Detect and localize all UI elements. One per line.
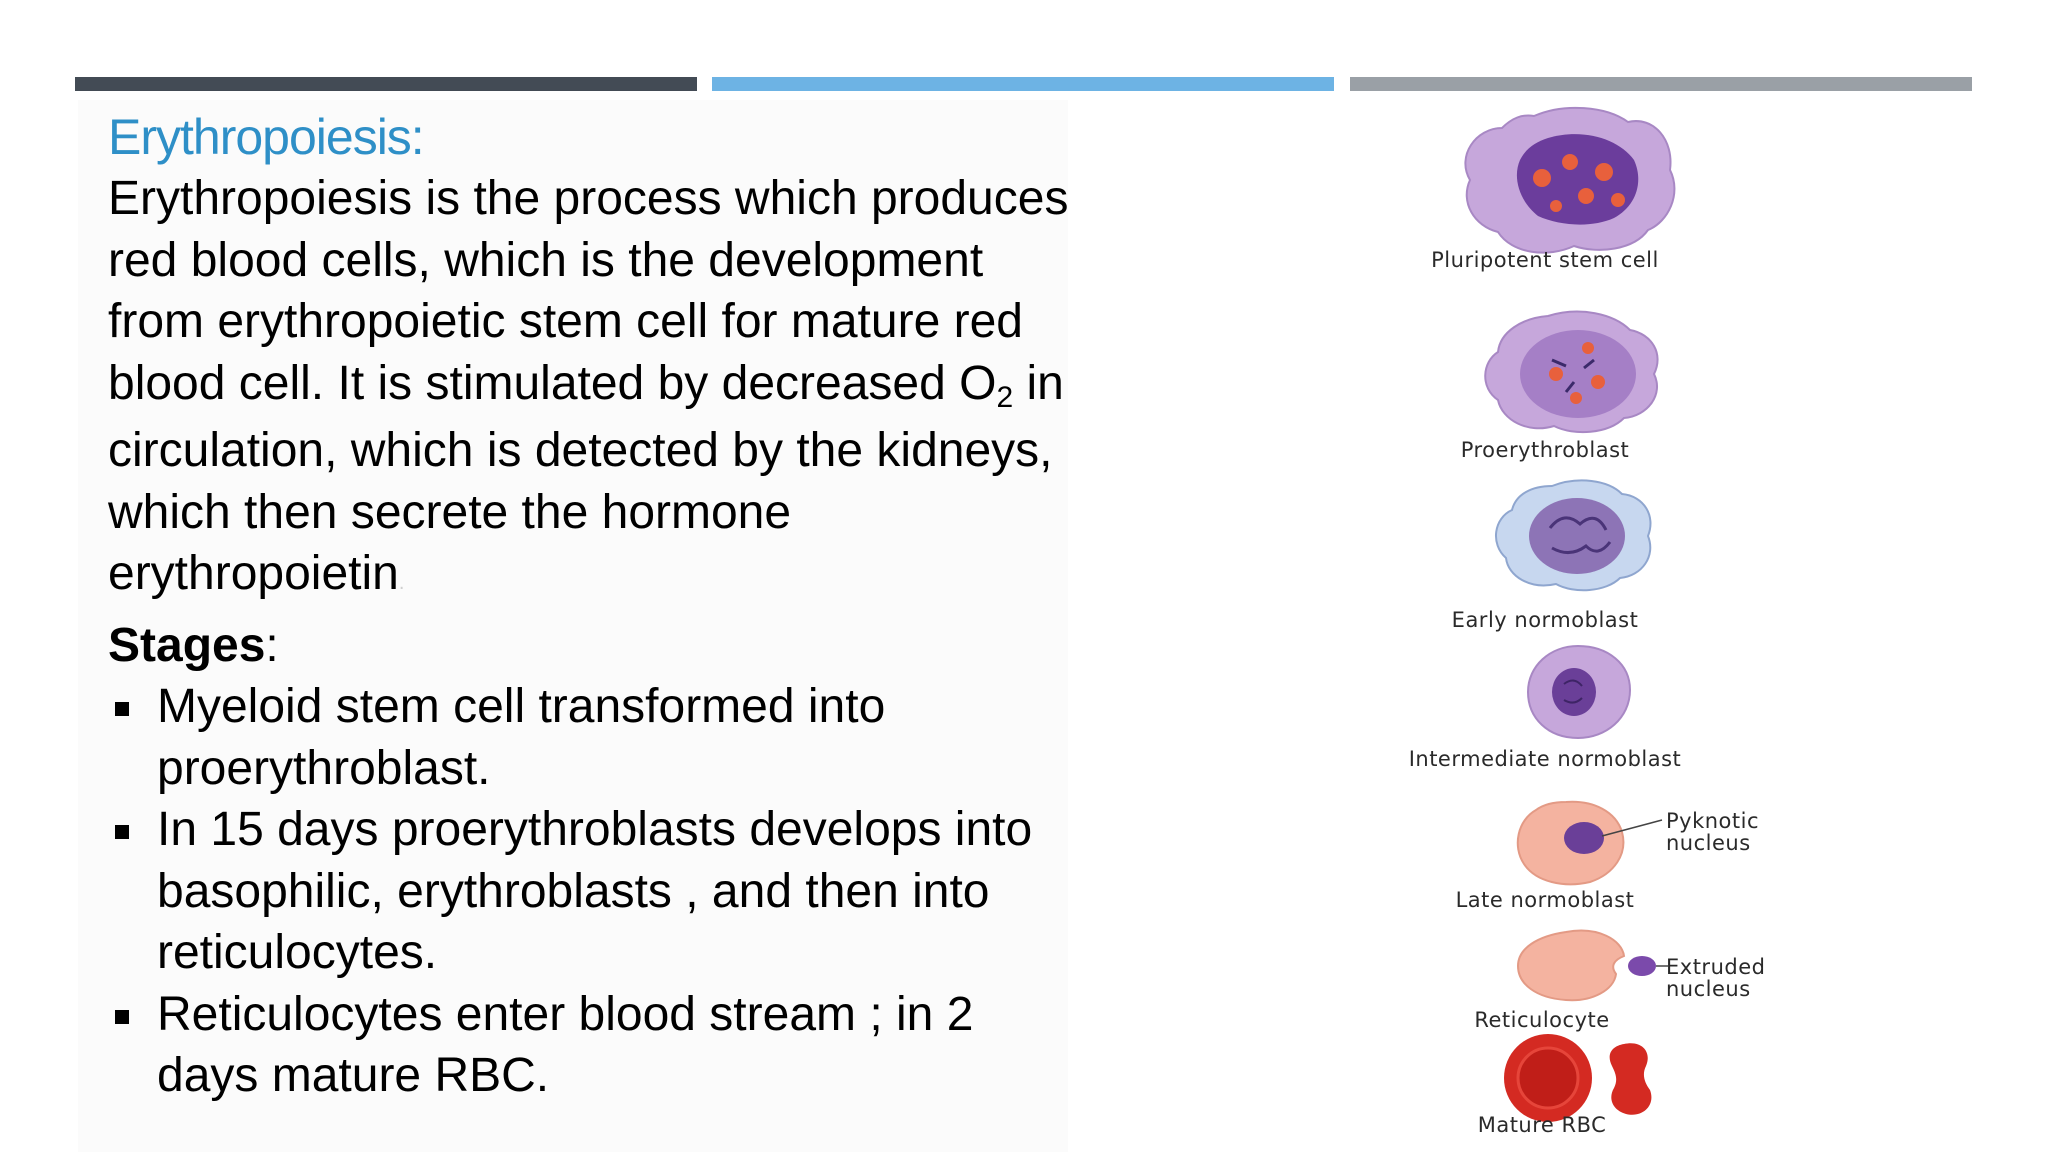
late-normoblast-illustration: [1516, 800, 1663, 886]
stages-heading-line: Stages:: [108, 615, 1078, 677]
stages-list: Myeloid stem cell transformed into proer…: [108, 676, 1078, 1107]
label-late-normoblast: Late normoblast: [1455, 888, 1635, 912]
label-extruded-line2: nucleus: [1666, 977, 1751, 1001]
oxygen-subscript: 2: [996, 380, 1014, 414]
paragraph-end-period: .: [398, 572, 405, 594]
early-normoblast-illustration: [1494, 479, 1652, 592]
slide-title: Erythropoiesis:: [108, 109, 425, 165]
label-pyknotic-line2: nucleus: [1666, 831, 1751, 855]
label-early-normoblast: Early normoblast: [1451, 608, 1639, 632]
list-item: In 15 days proerythroblasts develops int…: [108, 799, 1078, 984]
text-panel-background: [78, 100, 1068, 1152]
header-bar-dark: [75, 77, 697, 91]
label-proerythroblast: Proerythroblast: [1460, 438, 1630, 462]
paragraph-part1: Erythropoiesis is the process which prod…: [108, 172, 1069, 410]
reticulocyte-illustration: [1516, 929, 1668, 1002]
mature-rbc-illustration: [1504, 1034, 1652, 1122]
label-pyknotic-line1: Pyknotic: [1666, 809, 1760, 833]
cell-illustrations: [1464, 106, 1676, 1122]
list-item: Reticulocytes enter blood stream ; in 2 …: [108, 984, 1078, 1107]
intermediate-normoblast-illustration: [1526, 644, 1632, 740]
label-pluripotent-stem-cell: Pluripotent stem cell: [1431, 248, 1659, 272]
stages-colon: :: [265, 618, 279, 672]
label-mature-rbc: Mature RBC: [1477, 1113, 1607, 1137]
label-extruded-line1: Extruded: [1666, 955, 1766, 979]
label-intermediate-normoblast: Intermediate normoblast: [1408, 747, 1682, 771]
list-item: Myeloid stem cell transformed into proer…: [108, 676, 1078, 799]
label-reticulocyte: Reticulocyte: [1474, 1008, 1610, 1032]
erythropoiesis-diagram: Pluripotent stem cell Proerythroblast Ea…: [1352, 98, 1968, 1152]
header-bar-gray: [1350, 77, 1972, 91]
pluripotent-stem-cell-illustration: [1464, 106, 1676, 254]
intro-paragraph: Erythropoiesis is the process which prod…: [108, 168, 1078, 615]
proerythroblast-illustration: [1484, 310, 1659, 434]
paragraph-part2: in circulation, which is detected by the…: [108, 356, 1064, 601]
header-bar-blue: [712, 77, 1334, 91]
stages-heading: Stages: [108, 618, 266, 672]
slide-text-content: Erythropoiesis: Erythropoiesis is the pr…: [108, 106, 1078, 1107]
